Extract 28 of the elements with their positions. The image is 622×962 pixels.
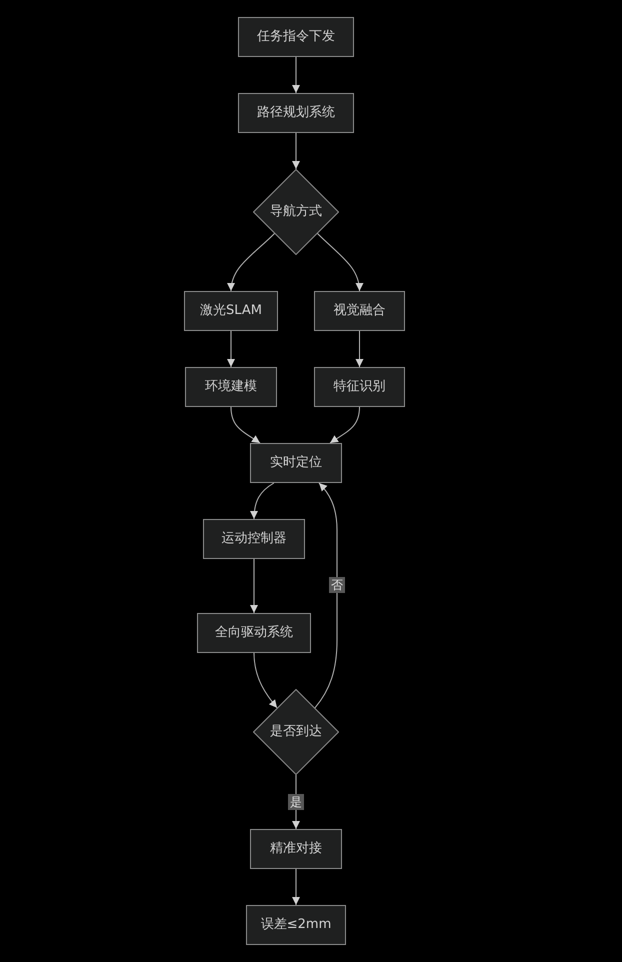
decision-diamond: 是否到达 xyxy=(253,689,339,775)
arrow xyxy=(230,406,261,444)
arrow xyxy=(292,132,300,170)
process-box: 实时定位 xyxy=(250,443,342,483)
process-box: 视觉融合 xyxy=(314,291,405,331)
arrow xyxy=(314,482,338,708)
process-box: 激光SLAM xyxy=(184,291,278,331)
arrow xyxy=(228,233,275,292)
process-box: 路径规划系统 xyxy=(238,93,354,133)
arrow xyxy=(356,330,364,368)
process-box: 任务指令下发 xyxy=(238,17,354,57)
arrow xyxy=(250,482,274,520)
edge-label: 是 xyxy=(288,794,304,810)
process-box: 环境建模 xyxy=(185,367,277,407)
edge-label: 否 xyxy=(329,577,345,593)
process-box: 全向驱动系统 xyxy=(197,613,311,653)
arrow xyxy=(292,56,300,94)
arrow xyxy=(330,406,360,444)
arrow xyxy=(254,652,278,708)
process-box: 运动控制器 xyxy=(203,519,305,559)
arrow xyxy=(292,868,300,906)
decision-diamond: 导航方式 xyxy=(253,169,339,255)
arrow xyxy=(227,330,235,368)
process-box: 特征识别 xyxy=(314,367,405,407)
arrow xyxy=(250,558,258,614)
process-box: 精准对接 xyxy=(250,829,342,869)
arrow xyxy=(317,233,363,292)
process-box: 误差≤2mm xyxy=(246,905,346,945)
